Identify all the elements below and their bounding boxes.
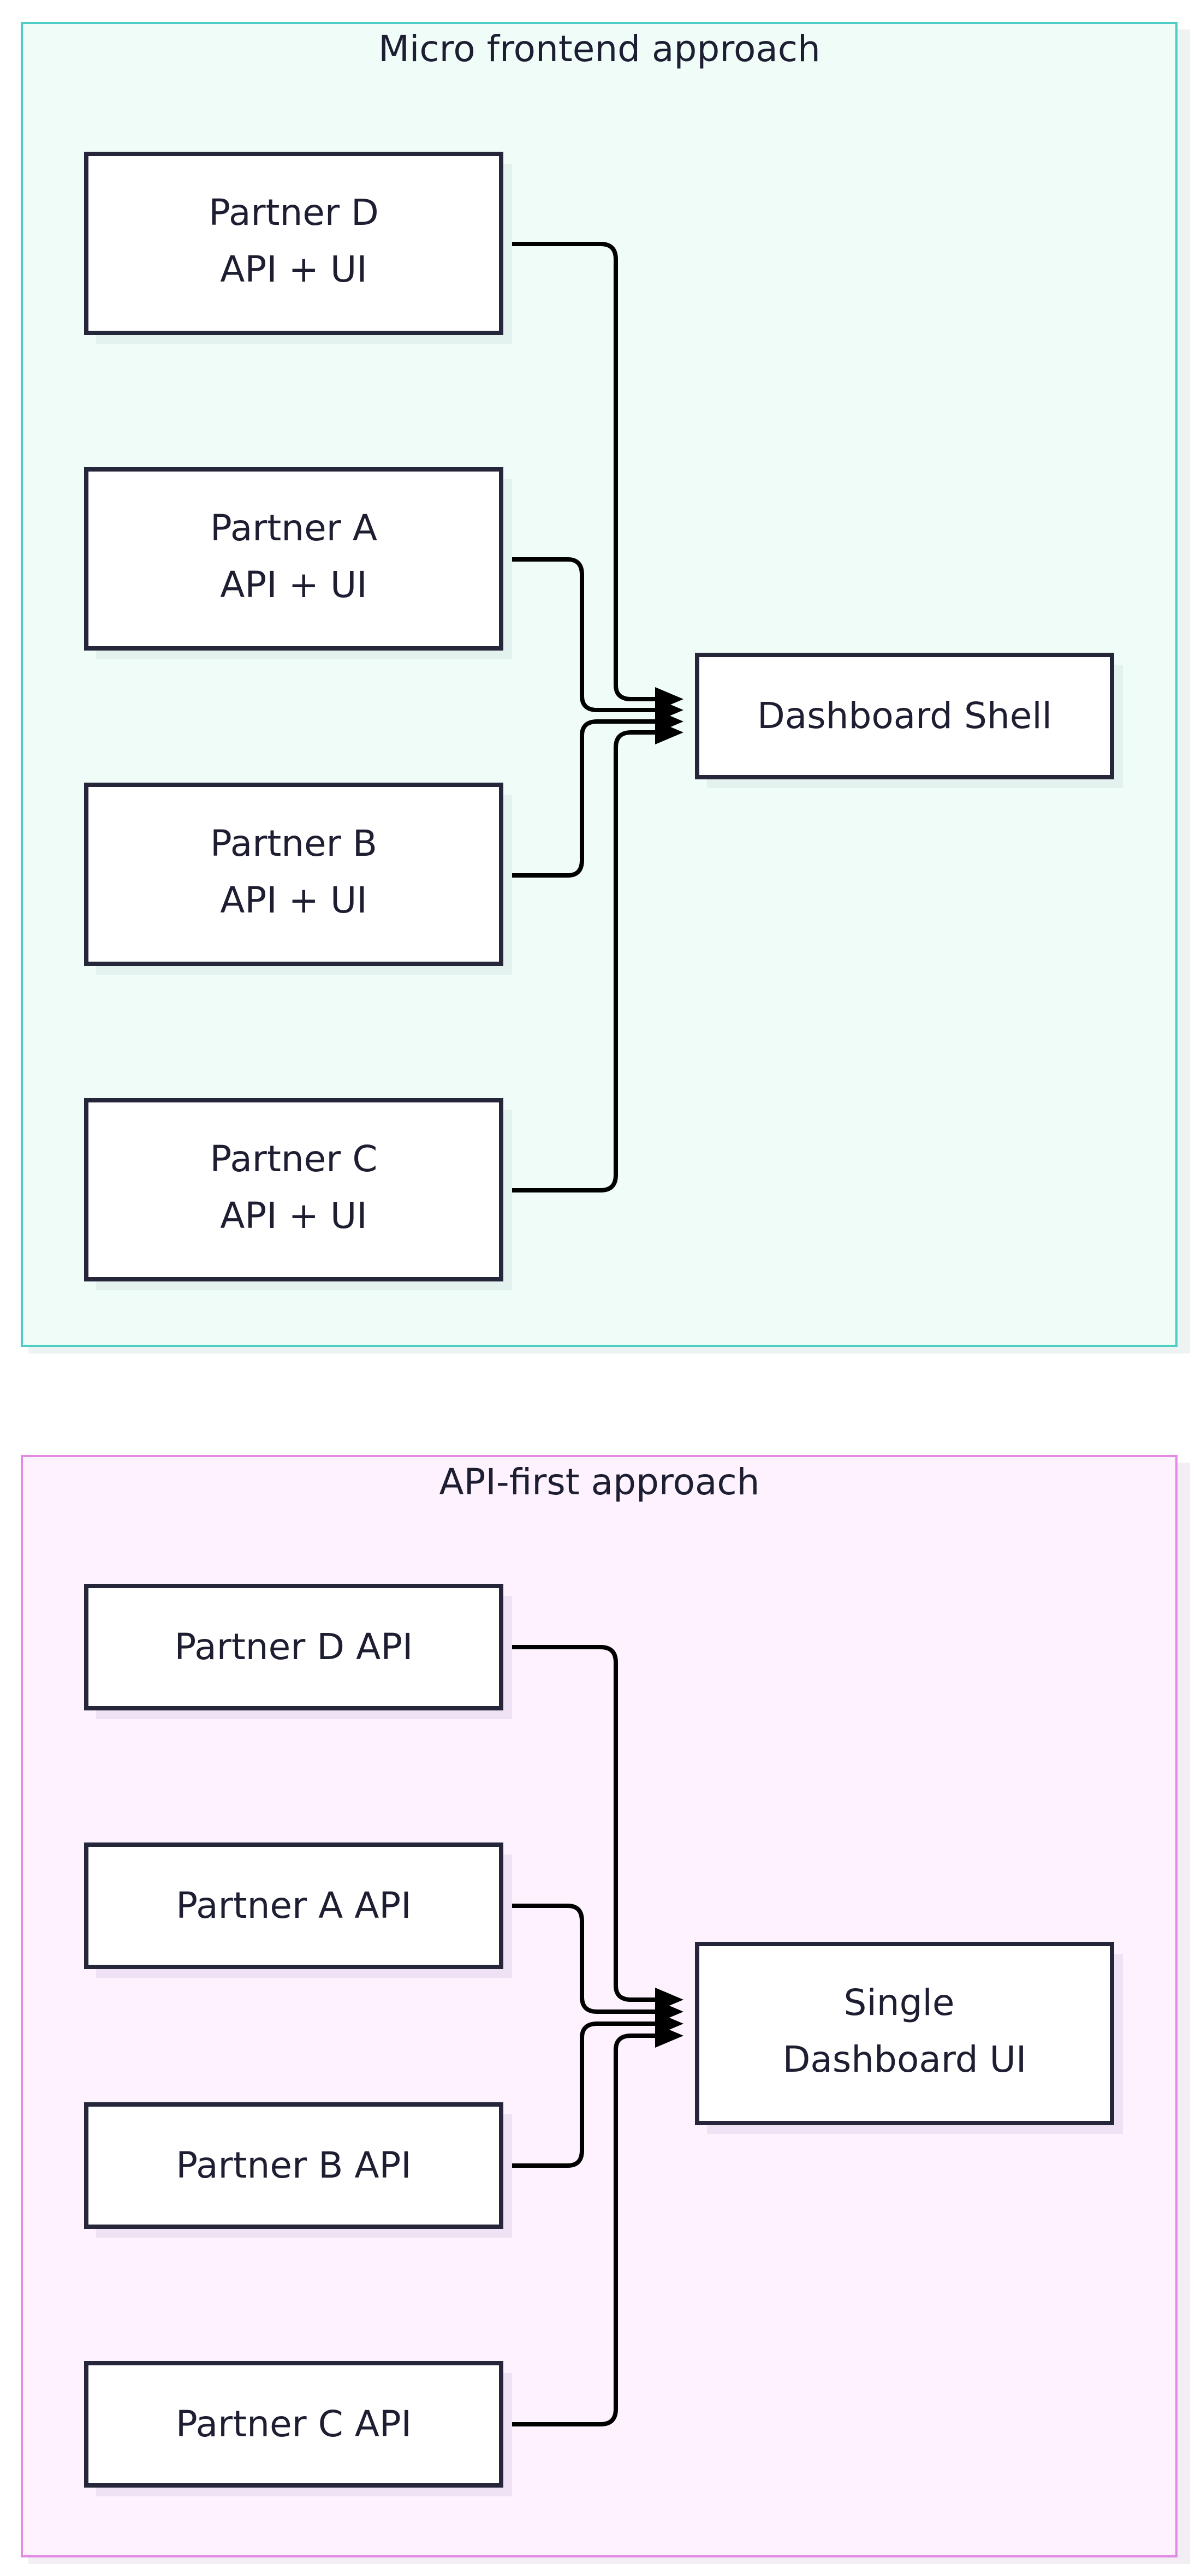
edge-partner-b-api-to-single-dashboard xyxy=(500,2022,657,2168)
node-partner-b-api-ui: Partner B API + UI xyxy=(84,783,512,975)
api-first-group: API-first approach Partner D API Partner… xyxy=(21,1455,1190,2564)
micro-frontend-edges xyxy=(500,242,657,1192)
node-label-line-1: Partner B API xyxy=(176,2144,412,2186)
node-box xyxy=(84,1098,503,1281)
edge-partner-a-api-to-single-dashboard xyxy=(500,1904,657,2014)
node-label-line-1: Partner C API xyxy=(176,2403,412,2445)
node-label-line-1: Partner C xyxy=(210,1138,378,1180)
node-label-line-2: API + UI xyxy=(220,248,367,290)
node-box xyxy=(84,152,503,335)
node-partner-d-api-ui: Partner D API + UI xyxy=(84,152,512,344)
node-label-line-2: API + UI xyxy=(220,879,367,921)
node-box xyxy=(84,2102,503,2229)
node-label-line-1: Partner D xyxy=(209,192,379,234)
node-box xyxy=(84,1842,503,1969)
edge-partner-a-to-dashboard-shell xyxy=(500,557,657,712)
node-single-dashboard-ui: Single Dashboard UI xyxy=(695,1942,1123,2134)
micro-frontend-group-title: Micro frontend approach xyxy=(378,28,821,70)
node-partner-d-api: Partner D API xyxy=(84,1584,512,1719)
arrowhead-icon xyxy=(655,2024,683,2048)
node-dashboard-shell: Dashboard Shell xyxy=(695,653,1123,788)
node-box xyxy=(84,783,503,966)
edge-partner-d-api-to-single-dashboard xyxy=(500,1645,657,2002)
node-label-line-1: Partner B xyxy=(210,822,377,864)
node-label-line-1: Partner D API xyxy=(174,1626,413,1668)
edge-partner-d-to-dashboard-shell xyxy=(500,242,657,701)
node-box xyxy=(84,467,503,651)
node-label-line-1: Partner A API xyxy=(176,1885,411,1927)
node-box xyxy=(695,1942,1114,2125)
node-label-line-2: API + UI xyxy=(220,564,367,606)
node-label-line-1: Single xyxy=(844,1982,955,2024)
micro-frontend-group: Micro frontend approach Partner D API + … xyxy=(21,22,1190,1353)
arrowhead-icon xyxy=(655,720,683,744)
node-box xyxy=(695,653,1114,779)
node-label-line-1: Partner A xyxy=(210,507,377,549)
node-partner-a-api-ui: Partner A API + UI xyxy=(84,467,512,659)
node-label-line-2: Dashboard UI xyxy=(783,2038,1027,2080)
micro-frontend-arrowheads xyxy=(655,687,683,744)
api-first-arrowheads xyxy=(655,1988,683,2048)
node-partner-a-api: Partner A API xyxy=(84,1842,512,1978)
api-first-edges xyxy=(500,1645,657,2426)
node-partner-c-api: Partner C API xyxy=(84,2361,512,2496)
edge-partner-b-to-dashboard-shell xyxy=(500,719,657,878)
edge-partner-c-api-to-single-dashboard xyxy=(500,2034,657,2426)
node-partner-c-api-ui: Partner C API + UI xyxy=(84,1098,512,1290)
node-box xyxy=(84,1584,503,1710)
node-partner-b-api: Partner B API xyxy=(84,2102,512,2238)
node-label-line-1: Dashboard Shell xyxy=(757,695,1052,737)
node-box xyxy=(84,2361,503,2488)
node-label-line-2: API + UI xyxy=(220,1195,367,1237)
edge-partner-c-to-dashboard-shell xyxy=(500,730,657,1192)
api-first-group-title: API-first approach xyxy=(439,1461,759,1503)
